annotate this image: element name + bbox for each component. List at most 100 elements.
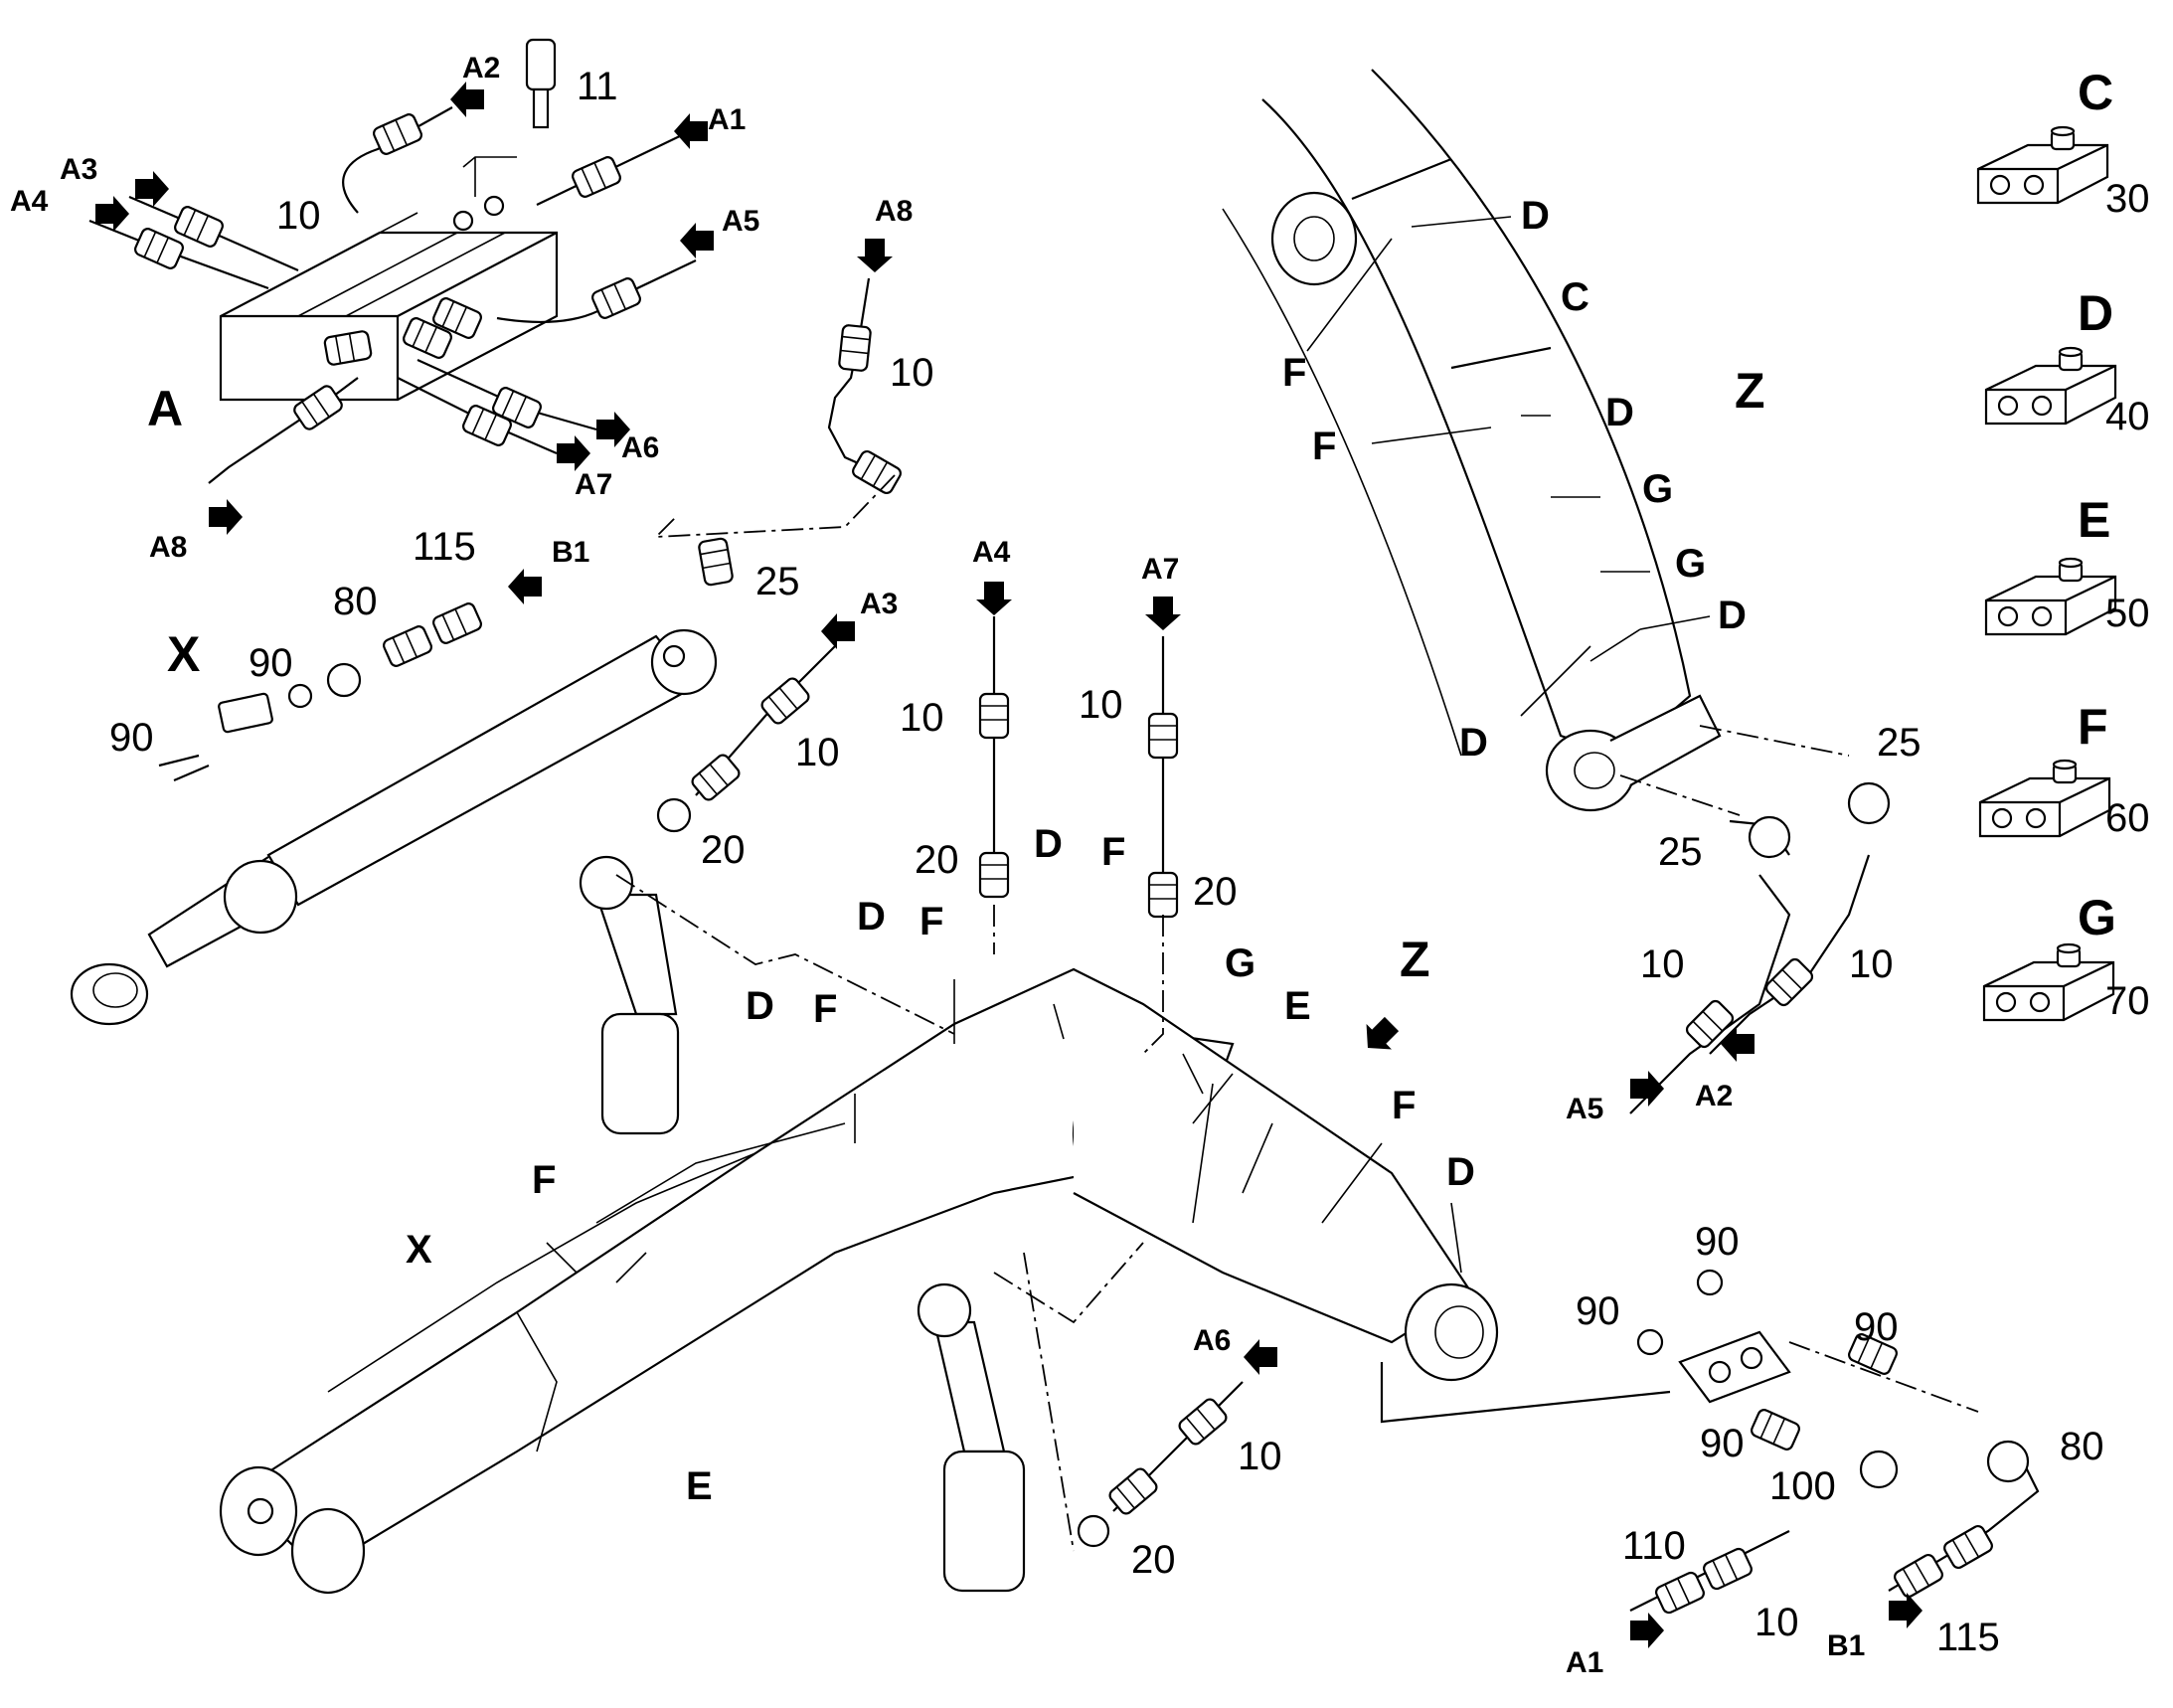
- part-90-x-b: 90: [109, 716, 154, 760]
- part-20-a3: 20: [701, 828, 746, 872]
- vertical-hose-assembly: [978, 616, 1179, 1055]
- callout-g-arm-1: G: [1642, 467, 1673, 511]
- port-a7-top: A7: [575, 468, 612, 501]
- callout-x-boom: X: [406, 1228, 432, 1272]
- part-25-arm-a: 25: [1877, 721, 1922, 765]
- port-a6-bottom: A6: [1193, 1324, 1231, 1357]
- callout-g-arm-2: G: [1675, 542, 1706, 586]
- part-10-a8: 10: [890, 351, 934, 395]
- bucket-cylinder: [70, 536, 735, 1026]
- part-numbers: 11 10 10 115 80 25 90 90 10 20 10 20 10 …: [109, 65, 2104, 1659]
- legend-letter-e: E: [2078, 492, 2110, 548]
- port-b1-bottom: B1: [1827, 1629, 1865, 1662]
- callout-d-boom-1: D: [1034, 822, 1063, 866]
- legend-letter-d: D: [2078, 285, 2113, 341]
- port-a2-top: A2: [462, 52, 500, 85]
- callout-d-arm-4: D: [1459, 721, 1488, 765]
- part-90-br-a: 90: [1695, 1220, 1740, 1264]
- part-25-arm-b: 25: [1658, 830, 1703, 874]
- legend-part-40: 40: [2105, 395, 2150, 438]
- part-10-a7: 10: [1079, 683, 1123, 727]
- main-boom: [219, 855, 1499, 1595]
- callout-e-boom-2: E: [686, 1464, 713, 1508]
- port-a6-top: A6: [621, 431, 659, 464]
- callout-d-boom-2: D: [857, 895, 886, 939]
- part-80-br: 80: [2060, 1425, 2104, 1468]
- pipe-a8-assembly: [653, 277, 905, 539]
- hose-a3-assembly: [656, 645, 836, 833]
- view-label-x: X: [167, 626, 200, 682]
- part-90-br-c: 90: [1854, 1305, 1899, 1349]
- callout-d-boom-4: D: [1446, 1150, 1475, 1194]
- port-a3-mid: A3: [860, 588, 898, 620]
- legend-part-70: 70: [2105, 979, 2150, 1023]
- callout-d-boom-3: D: [746, 984, 774, 1028]
- callout-g-boom: G: [1225, 941, 1255, 985]
- part-10-a6: 10: [1238, 1435, 1282, 1478]
- port-a1-bottom: A1: [1566, 1646, 1603, 1679]
- part-10-a4: 10: [900, 696, 944, 740]
- callout-d-arm-2: D: [1605, 391, 1634, 434]
- callout-f-arm-2: F: [1312, 425, 1336, 468]
- callout-d-arm-1: D: [1521, 194, 1550, 238]
- callout-f-boom-5: F: [532, 1158, 556, 1202]
- clamp-callouts: D F C D F G G D D D F D F G D F E F D F …: [406, 194, 1747, 1508]
- part-25-x: 25: [755, 560, 800, 603]
- port-a3-top: A3: [60, 153, 97, 186]
- part-90-x-a: 90: [249, 641, 293, 685]
- legend-letter-f: F: [2078, 699, 2108, 755]
- port-a2-arm: A2: [1695, 1080, 1733, 1112]
- port-a8-left: A8: [149, 531, 187, 564]
- port-a7-mid: A7: [1141, 553, 1179, 586]
- arm-hose-assembly: [1619, 725, 1891, 1114]
- legend-letter-c: C: [2078, 65, 2113, 120]
- part-115-x: 115: [413, 525, 476, 569]
- part-10-br: 10: [1755, 1601, 1799, 1644]
- clamp-part-numbers: 30 40 50 60 70: [2105, 177, 2150, 1023]
- legend-part-60: 60: [2105, 796, 2150, 840]
- arm-z: [1222, 69, 1722, 812]
- callout-f-boom-2: F: [919, 900, 943, 943]
- port-a1-top: A1: [708, 103, 746, 136]
- part-115-br: 115: [1936, 1616, 2000, 1659]
- part-10-a: 10: [276, 194, 321, 238]
- port-a4-mid: A4: [972, 536, 1011, 569]
- callout-c-arm: C: [1561, 275, 1589, 319]
- view-label-a: A: [147, 381, 183, 436]
- part-110: 110: [1622, 1524, 1686, 1568]
- port-a4-top: A4: [10, 185, 49, 218]
- part-11: 11: [577, 65, 618, 108]
- hose-a6-assembly: [1077, 1381, 1244, 1548]
- port-b1-x: B1: [552, 536, 589, 569]
- bottom-right-fittings: [1629, 1269, 2040, 1617]
- port-labels: A2 A1 A3 A4 A5 A8 A6 A7 A8 B1 A4 A3 A7 A…: [10, 52, 1865, 1679]
- callout-f-arm-1: F: [1282, 351, 1306, 395]
- port-a8-top: A8: [875, 195, 913, 228]
- part-100: 100: [1769, 1464, 1836, 1508]
- part-20-a7: 20: [1193, 870, 1238, 914]
- part-90-br-d: 90: [1700, 1422, 1745, 1465]
- part-20-a4: 20: [915, 838, 959, 882]
- view-label-z2: Z: [1400, 932, 1430, 987]
- view-label-z: Z: [1735, 363, 1765, 419]
- part-20-a6: 20: [1131, 1538, 1176, 1582]
- part-80-x: 80: [333, 580, 378, 623]
- part-10-arm-b: 10: [1849, 942, 1894, 986]
- callout-f-boom-1: F: [1101, 830, 1125, 874]
- port-a5-top: A5: [722, 205, 759, 238]
- part-90-br-b: 90: [1576, 1289, 1620, 1333]
- view-labels: A X Z Z C D E F G: [147, 65, 2116, 987]
- callout-d-arm-3: D: [1718, 594, 1747, 637]
- legend-part-50: 50: [2105, 592, 2150, 635]
- clamp-icons: [1976, 125, 2117, 1022]
- callout-f-boom-3: F: [813, 987, 837, 1031]
- legend-letter-g: G: [2078, 890, 2116, 945]
- callout-e-boom-1: E: [1284, 984, 1311, 1028]
- valve-block-assembly: [88, 38, 697, 484]
- part-10-arm-a: 10: [1640, 942, 1685, 986]
- legend-part-30: 30: [2105, 177, 2150, 221]
- port-a5-arm: A5: [1566, 1093, 1603, 1125]
- leader-lines: [546, 216, 1711, 1283]
- part-10-a3: 10: [795, 731, 840, 774]
